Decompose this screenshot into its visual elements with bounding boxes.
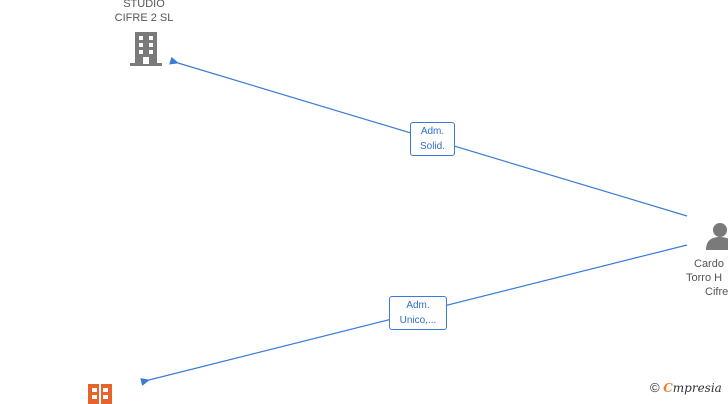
edge-label-adm-solid[interactable]: Adm. Solid. (410, 122, 455, 156)
person-name[interactable]: Cardo Torro H Cifre (686, 257, 728, 299)
brand-name: Cmpresia (663, 381, 722, 395)
person-name-line1: Cardo (694, 258, 724, 270)
company-name-studio[interactable]: STUDIO CIFRE 2 SL (100, 0, 188, 25)
company-name-line2: CIFRE 2 SL (114, 12, 174, 24)
building-icon-orange[interactable] (88, 384, 112, 404)
edge-label-adm-unico[interactable]: Adm. Unico,... (389, 296, 447, 330)
person-icon[interactable] (706, 222, 728, 250)
edge-label-line1: Adm. (420, 126, 445, 137)
person-name-line3: Cifre (705, 286, 728, 298)
copyright-symbol: © (650, 380, 660, 395)
edge-label-line2: Solid. (419, 141, 445, 152)
person-name-line2: Torro H (686, 272, 723, 284)
company-name-line1: STUDIO (123, 0, 165, 10)
empresia-watermark: © Cmpresia (650, 380, 722, 395)
building-icon[interactable] (130, 32, 162, 66)
edge-label-line2: Unico,... (399, 315, 437, 326)
edge-label-line1: Adm. (406, 300, 430, 311)
